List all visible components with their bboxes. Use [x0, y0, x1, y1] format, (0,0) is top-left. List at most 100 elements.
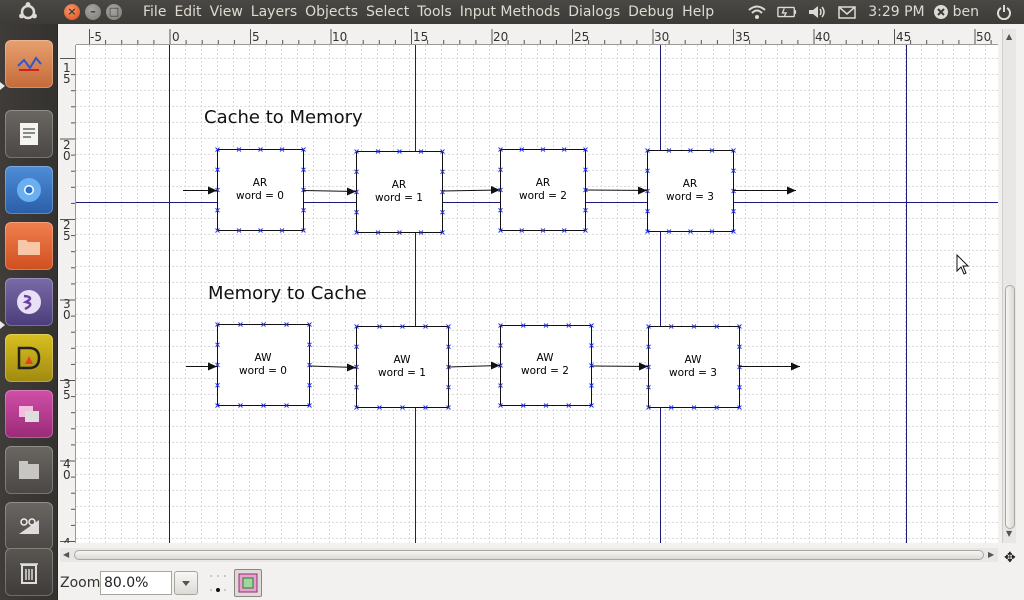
snap-to-grid-toggle[interactable] [206, 571, 230, 595]
battery-icon[interactable] [777, 4, 797, 20]
connection-point [645, 208, 650, 214]
aw-box-3[interactable]: AW word = 3 [648, 326, 740, 408]
connection-point [520, 403, 526, 408]
arrowhead-icon [791, 362, 800, 371]
connection-point [279, 228, 285, 233]
section-title-cache-to-memory[interactable]: Cache to Memory [204, 107, 363, 128]
connection-point [354, 344, 359, 350]
box-label: word = 2 [519, 190, 567, 202]
connection-point [645, 229, 650, 234]
connection-point [520, 323, 526, 328]
scroll-left-arrow-icon[interactable]: ◀ [63, 550, 70, 559]
ruler-corner [60, 29, 76, 45]
connection-point [258, 228, 263, 233]
connection-point [709, 148, 715, 153]
box-label: AR [253, 177, 267, 189]
vertical-scroll-thumb[interactable] [1005, 285, 1015, 529]
clock[interactable]: 3:29 PM [868, 4, 925, 20]
chromium-icon[interactable] [5, 166, 53, 214]
menu-help[interactable]: Help [682, 4, 715, 20]
ruler-label: 45 [896, 30, 912, 44]
ruler-label: -5 [90, 30, 102, 44]
connection-point [418, 230, 424, 235]
ruler-label: 40 [63, 457, 71, 482]
connection-point [301, 207, 306, 213]
navigate-canvas-icon[interactable]: ✥ [1004, 550, 1016, 566]
file-manager-icon[interactable] [5, 222, 53, 270]
emacs-icon[interactable] [5, 278, 53, 326]
aw-box-0[interactable]: AW word = 0 [217, 324, 310, 406]
connection-point [731, 168, 736, 174]
files-icon[interactable] [5, 446, 53, 494]
ar-box-0[interactable]: AR word = 0 [217, 149, 304, 231]
connection-point [215, 167, 220, 173]
text-editor-icon[interactable] [5, 110, 53, 158]
menu-edit[interactable]: Edit [174, 4, 202, 20]
menu-dialogs[interactable]: Dialogs [568, 4, 621, 20]
connection-point [737, 384, 742, 390]
wifi-icon[interactable] [747, 4, 767, 20]
object-snap-toggle[interactable] [234, 569, 262, 597]
power-icon[interactable] [994, 4, 1014, 20]
ruler-label: 20 [493, 30, 509, 44]
trash-icon[interactable] [5, 548, 53, 596]
menu-tools[interactable]: Tools [417, 4, 452, 20]
status-bar: Zoom [58, 566, 1024, 600]
mail-icon[interactable] [837, 4, 857, 20]
menu-layers[interactable]: Layers [250, 4, 298, 20]
connection-point [646, 405, 651, 410]
aw-box-2[interactable]: AW word = 2 [500, 325, 592, 406]
zoom-dropdown-button[interactable] [174, 571, 198, 595]
scroll-down-arrow-icon[interactable]: ▼ [1006, 529, 1013, 538]
zoom-input[interactable] [100, 571, 172, 595]
ruler-label: 0 [172, 30, 180, 44]
menu-input-methods[interactable]: Input Methods [459, 4, 561, 20]
menu-file[interactable]: File [143, 4, 167, 20]
presentation-icon[interactable] [5, 390, 53, 438]
connection-point [238, 403, 243, 408]
diagram-canvas[interactable]: Cache to Memory Memory to Cache AR word … [76, 45, 998, 543]
horizontal-scroll-thumb[interactable] [74, 550, 984, 560]
ar-box-3[interactable]: AR word = 3 [647, 150, 734, 232]
screenshot-icon[interactable] [5, 502, 53, 550]
box-label: AR [536, 177, 550, 189]
connection-point [668, 405, 674, 410]
ruler-ticks [60, 58, 75, 542]
connection-point [215, 403, 220, 408]
vertical-scrollbar[interactable]: ▲ ▼ [1002, 29, 1016, 543]
connection-point [261, 403, 266, 408]
menu-select[interactable]: Select [366, 4, 410, 20]
ubuntu-logo-icon[interactable] [18, 2, 38, 22]
horizontal-scrollbar[interactable]: ◀ ▶ [60, 548, 998, 562]
connection-point [215, 207, 220, 213]
dia-app-icon[interactable] [5, 40, 53, 88]
scroll-up-arrow-icon[interactable]: ▲ [1006, 32, 1013, 41]
arrowhead-icon [491, 186, 500, 194]
aw-box-1[interactable]: AW word = 1 [356, 326, 449, 408]
window-minimize-button[interactable]: – [85, 4, 101, 20]
window-close-button[interactable]: × [64, 4, 80, 20]
user-name[interactable]: ben [952, 4, 979, 20]
connection-point [498, 147, 503, 152]
inkscape-icon[interactable] [5, 334, 53, 382]
ruler-label: 35 [63, 377, 71, 402]
connection-point [498, 363, 503, 368]
connection-point [375, 149, 381, 154]
menu-objects[interactable]: Objects [305, 4, 359, 20]
window-maximize-button[interactable]: □ [106, 4, 122, 20]
ar-box-1[interactable]: AR word = 1 [356, 151, 443, 233]
arrowhead-icon [208, 186, 217, 195]
menu-debug[interactable]: Debug [628, 4, 675, 20]
volume-icon[interactable] [807, 4, 827, 20]
user-icon[interactable] [933, 4, 949, 20]
box-label: word = 3 [666, 191, 714, 203]
horizontal-ruler[interactable]: -5 0 5 10 15 20 25 30 35 40 45 50 [76, 29, 998, 45]
section-title-memory-to-cache[interactable]: Memory to Cache [208, 283, 367, 304]
ar-box-2[interactable]: AR word = 2 [500, 149, 586, 231]
menu-view[interactable]: View [209, 4, 243, 20]
diagram-svg: Cache to Memory Memory to Cache AR word … [76, 45, 998, 543]
connection-point [543, 403, 549, 408]
connection-point [498, 187, 503, 193]
vertical-ruler[interactable]: 15 20 25 30 35 40 4 [60, 45, 76, 543]
scroll-right-arrow-icon[interactable]: ▶ [988, 550, 995, 559]
